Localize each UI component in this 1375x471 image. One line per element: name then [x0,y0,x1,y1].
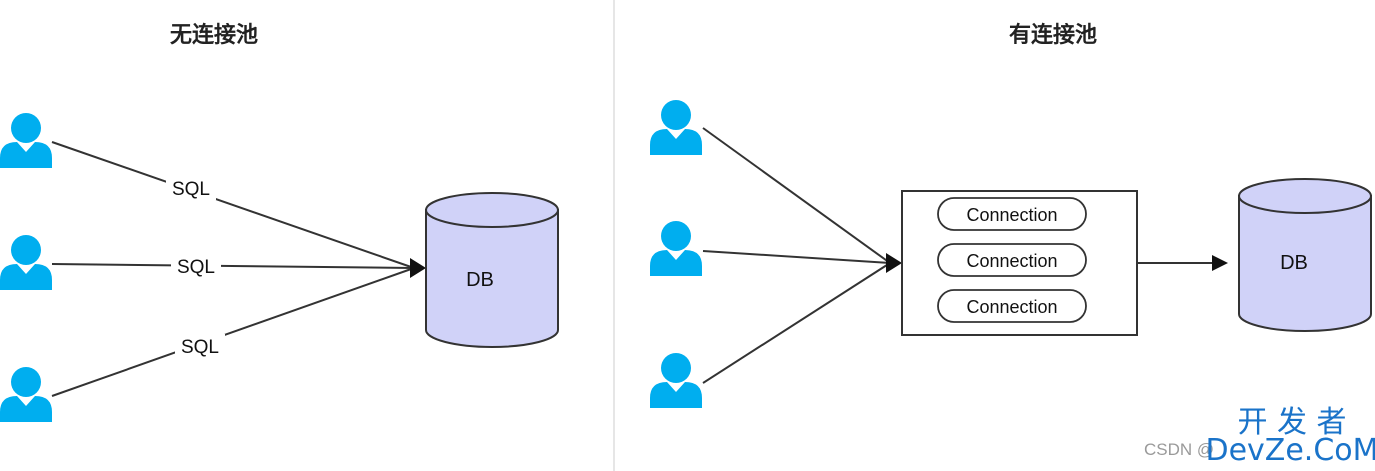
left-db-label: DB [466,269,494,291]
connection-pill-1 [937,197,1087,231]
left-db-cylinder: DB [425,192,559,348]
right-line-2 [702,250,891,264]
user-icon [650,353,702,408]
db-top [1238,178,1372,214]
connection-pool-box: Connection Connection Connection [901,190,1138,336]
left-panel-title: 无连接池 [170,22,258,48]
right-db-label: DB [1280,252,1308,274]
database-icon [425,209,559,348]
sql-label-bg-1 [166,176,216,200]
left-arrowhead [410,258,426,278]
right-line-3 [702,262,891,384]
user-icon [650,100,702,155]
sql-label-2: SQL [177,257,215,278]
watermark-site: DevZe.CoM [1205,433,1375,468]
right-panel-title: 有连接池 [1009,22,1097,48]
sql-label-bg-2 [171,254,221,278]
left-user-2 [0,235,52,290]
watermark-cn: 开 发 者 [1237,405,1346,440]
watermark-csdn: CSDN @ [1144,440,1214,459]
left-line-1 [51,141,415,269]
connection-label-3: Connection [966,297,1057,317]
sql-label-bg-3 [175,334,225,358]
user-icon [650,221,702,276]
right-user-3 [650,353,702,408]
connection-pill-3 [937,289,1087,323]
right-arrowhead [886,253,902,273]
connection-label-1: Connection [966,205,1057,225]
sql-label-1: SQL [172,179,210,200]
sql-label-3: SQL [181,337,219,358]
user-icon [0,113,52,168]
user-icon [0,367,52,422]
right-line-1 [702,127,891,264]
connection-pill-2 [937,243,1087,277]
right-db-cylinder: DB [1238,178,1372,332]
db-top [425,192,559,228]
left-line-2 [51,263,415,269]
left-user-3 [0,367,52,422]
database-icon [1238,195,1372,332]
left-line-3 [51,267,415,397]
right-user-2 [650,221,702,276]
user-icon [0,235,52,290]
left-user-1 [0,113,52,168]
pool-to-db-arrowhead [1212,255,1228,271]
right-user-1 [650,100,702,155]
connection-label-2: Connection [966,251,1057,271]
